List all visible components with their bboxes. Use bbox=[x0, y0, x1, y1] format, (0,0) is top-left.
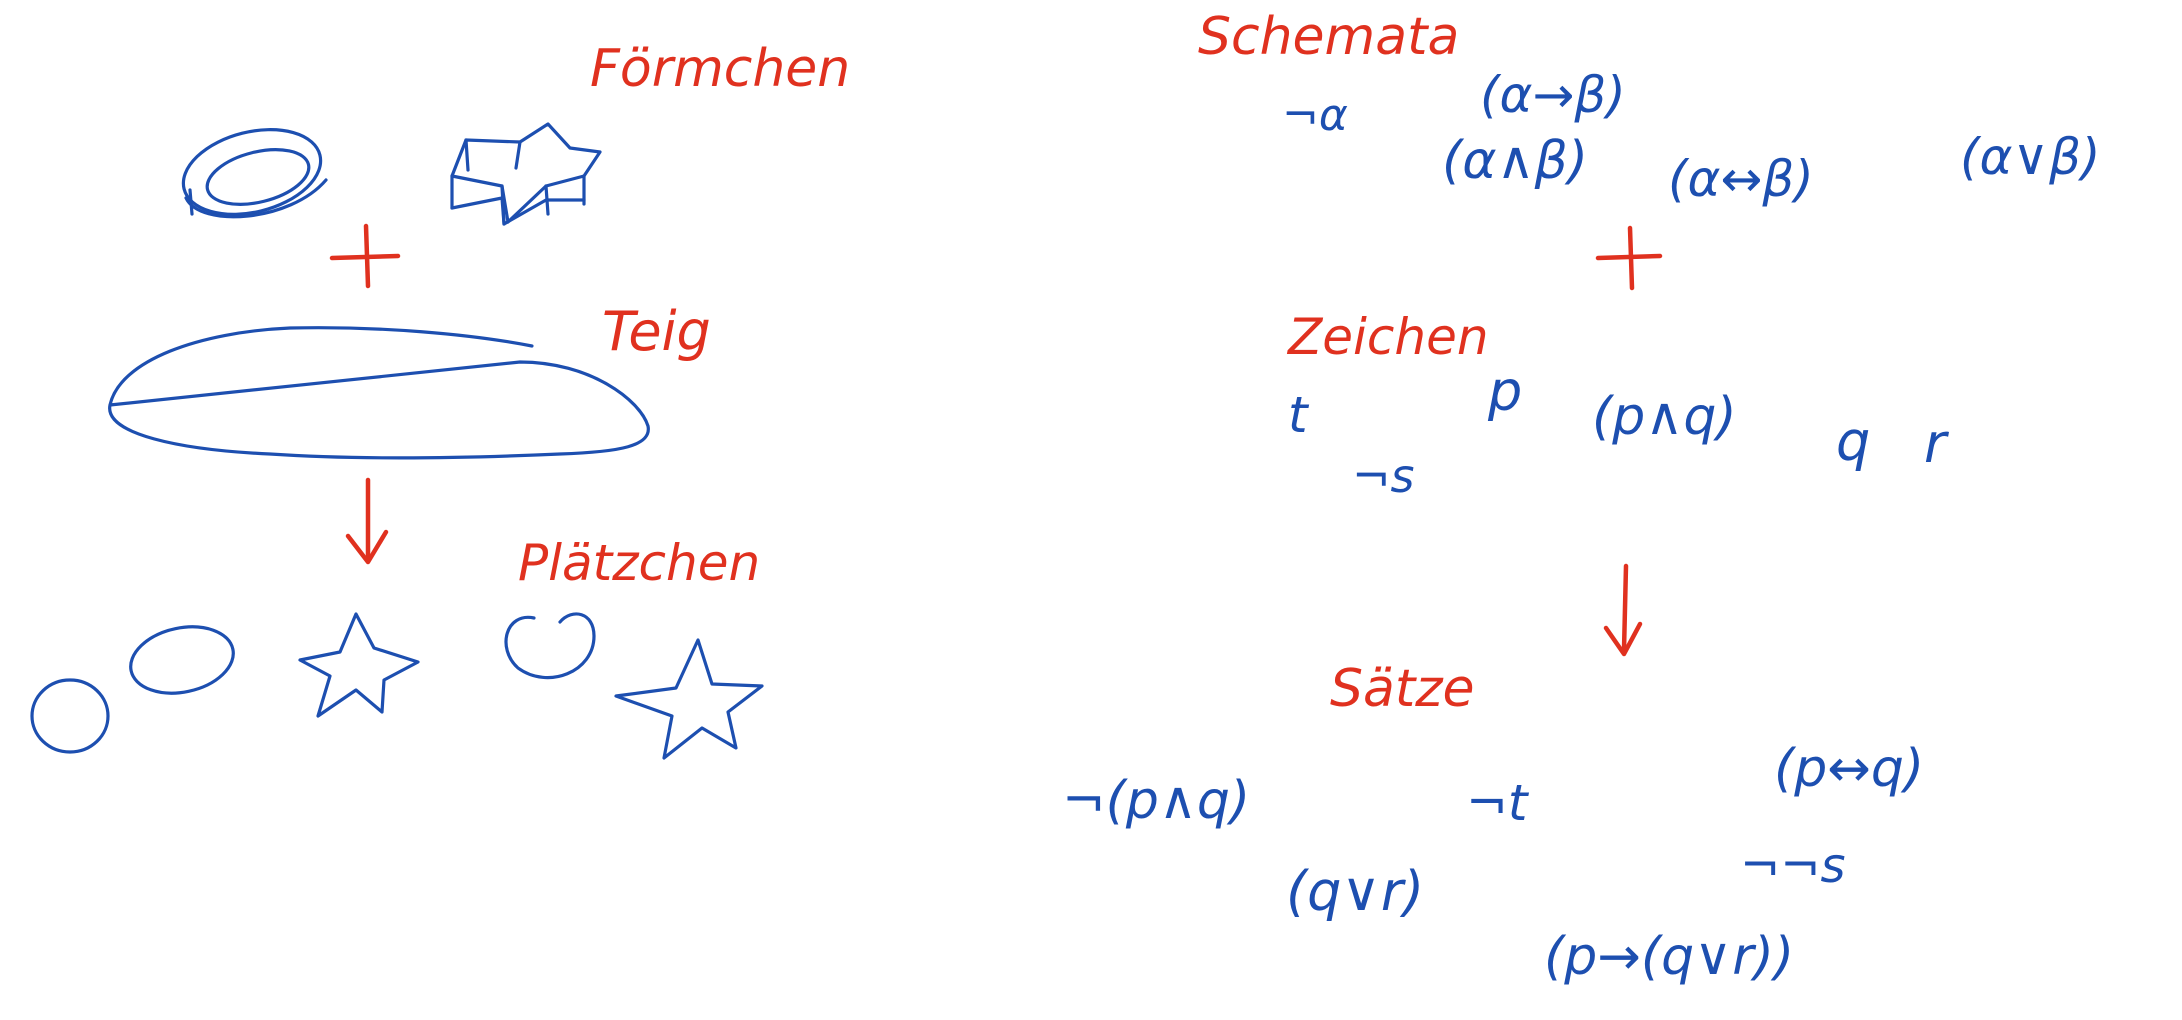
sign-not-s: ¬s bbox=[1352, 449, 1415, 503]
sentence-not-not-s: ¬¬s bbox=[1740, 838, 1845, 894]
label-dough: Teig bbox=[602, 300, 711, 363]
plus-sign-right bbox=[1595, 225, 1663, 291]
dough-blob bbox=[108, 326, 650, 460]
schema-conditional: (α→β) bbox=[1480, 66, 1626, 124]
arrow-down-right-icon bbox=[1603, 563, 1643, 657]
sentence-p-iff-q: (p↔q) bbox=[1774, 739, 1924, 799]
round-cookie-icon bbox=[30, 678, 110, 754]
plus-sign-left bbox=[329, 223, 401, 289]
sign-p: p bbox=[1487, 360, 1522, 423]
label-sentences: Sätze bbox=[1330, 659, 1475, 719]
star-cookie-icon bbox=[298, 612, 420, 718]
open-ring-cookie-icon bbox=[504, 612, 596, 680]
sign-t: t bbox=[1288, 386, 1310, 444]
sign-p-and-q: (p∧q) bbox=[1592, 387, 1737, 447]
oval-cookie-icon bbox=[129, 625, 235, 695]
label-signs: Zeichen bbox=[1286, 308, 1489, 366]
sign-q: q bbox=[1836, 410, 1870, 473]
schema-conjunction: (α∧β) bbox=[1442, 131, 1588, 191]
sign-r: r bbox=[1924, 412, 1949, 475]
sentence-q-or-r: (q∨r) bbox=[1286, 860, 1424, 923]
label-cookies: Plätzchen bbox=[518, 534, 760, 592]
sentence-not-p-and-q: ¬(p∧q) bbox=[1062, 771, 1250, 831]
cookies-group bbox=[30, 612, 764, 760]
arrow-down-left-icon bbox=[345, 477, 389, 565]
sentence-not-t: ¬t bbox=[1466, 774, 1530, 832]
sentence-p-implies-q-or-r: (p→(q∨r)) bbox=[1544, 927, 1794, 987]
schema-negation: ¬α bbox=[1282, 90, 1348, 141]
schema-disjunction: (α∨β) bbox=[1960, 128, 2100, 186]
round-cutter-icon bbox=[181, 128, 328, 219]
schema-biconditional: (α↔β) bbox=[1668, 150, 1814, 208]
star-cutter-icon bbox=[450, 122, 602, 226]
label-cutters: Förmchen bbox=[590, 39, 850, 99]
star-cookie-large-icon bbox=[614, 638, 764, 760]
label-schemata: Schemata bbox=[1198, 7, 1459, 67]
